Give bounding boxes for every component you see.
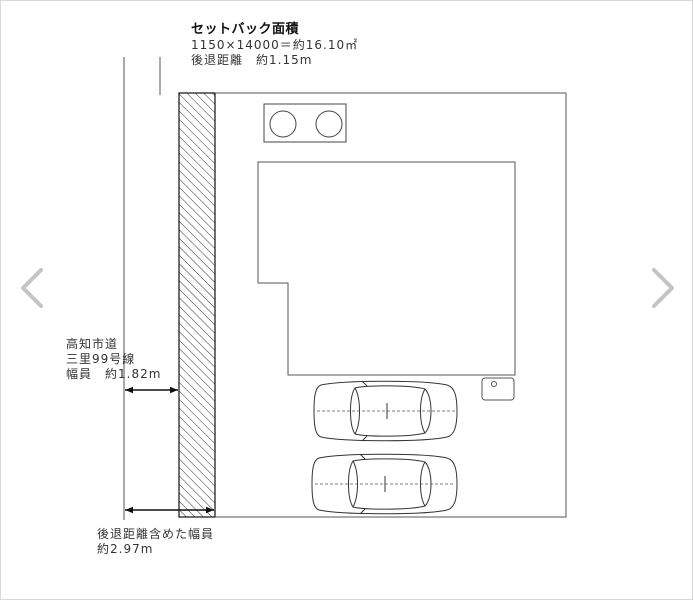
road-width: 幅員 約1.82m	[66, 367, 162, 381]
parked-car-lower	[311, 453, 458, 515]
total-width-label: 後退距離含めた幅員	[97, 527, 215, 541]
water-fixture	[481, 377, 515, 401]
house-footprint	[257, 161, 516, 376]
setback-distance: 後退距離 約1.15m	[191, 53, 313, 67]
chevron-left-icon	[21, 268, 43, 308]
total-width-value: 約2.97m	[97, 542, 154, 556]
chevron-right-icon	[652, 268, 674, 308]
next-image-button[interactable]	[648, 266, 678, 310]
setback-title: セットバック面積	[191, 22, 300, 37]
setback-area-formula: 1150×14000＝約16.10㎡	[191, 38, 359, 52]
parked-car-upper	[313, 380, 458, 442]
fixture-knob	[491, 381, 497, 387]
road-line: 三里99号線	[66, 352, 136, 366]
setback-hatched-area	[178, 92, 216, 518]
fan-right	[315, 110, 343, 138]
fan-left	[269, 110, 297, 138]
lot-boundary	[215, 92, 567, 518]
previous-image-button[interactable]	[17, 266, 47, 310]
road-name: 高知市道	[66, 337, 119, 351]
outdoor-unit	[263, 103, 347, 143]
